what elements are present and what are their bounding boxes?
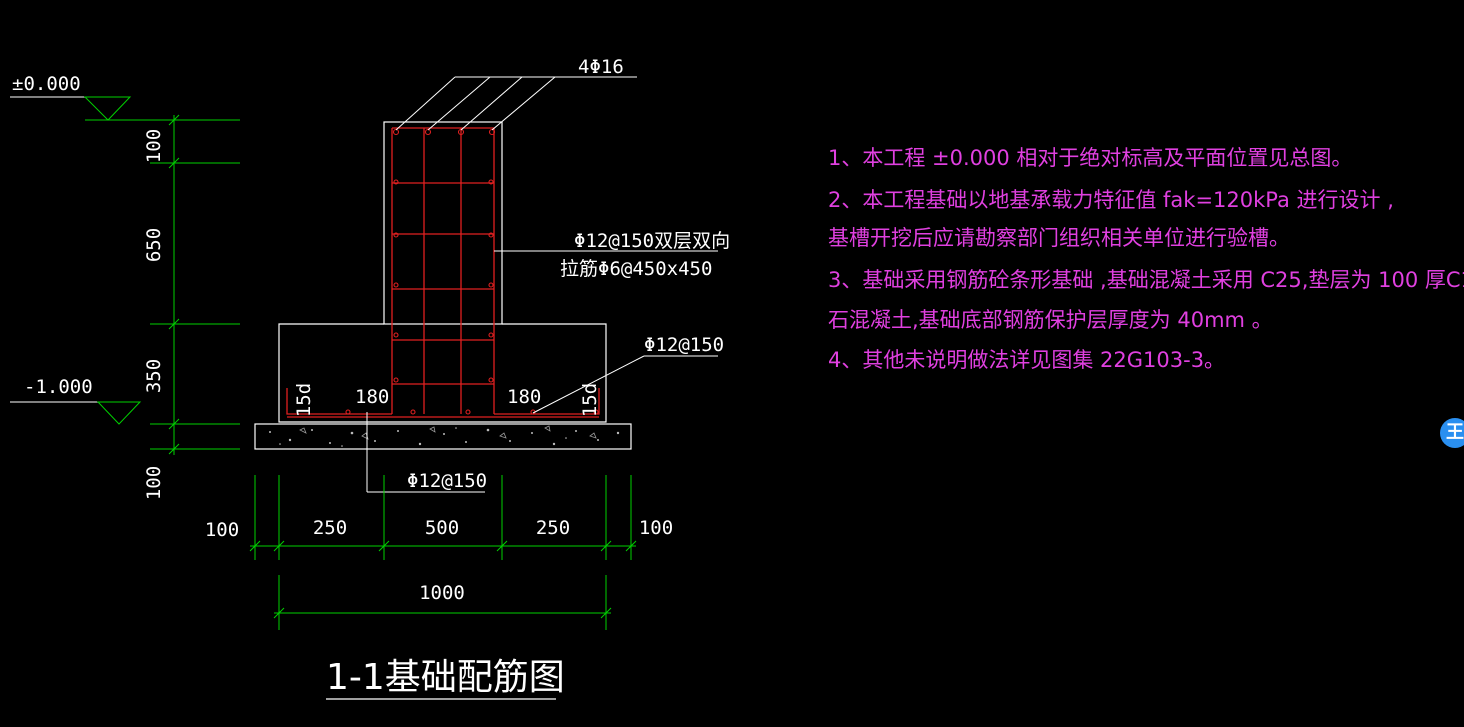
vdim-350: 350 xyxy=(143,359,165,393)
hdim-250-right: 250 xyxy=(536,517,570,539)
vertical-dimension-chain xyxy=(150,114,240,455)
hdim-100-left: 100 xyxy=(205,519,239,541)
hdim-total-1000: 1000 xyxy=(419,582,465,604)
notes-block: 1、本工程 ±0.000 相对于绝对标高及平面位置见总图。 2、本工程基础以地基… xyxy=(828,146,1464,372)
note-line-4: 3、基础采用钢筋砼条形基础 ,基础混凝土采用 C25,垫层为 100 厚C15 xyxy=(828,268,1464,292)
ime-icon[interactable]: 王 xyxy=(1440,418,1464,448)
label-hook-left: 15d xyxy=(293,383,315,417)
hdim-100-right: 100 xyxy=(639,517,673,539)
elevation-marker-top: ±0.000 xyxy=(10,73,240,121)
rebar-dots xyxy=(345,128,599,415)
foundation-outline xyxy=(278,121,607,423)
label-hook-right: 15d xyxy=(579,383,601,417)
label-footing-bottom: Φ12@150 xyxy=(407,470,487,492)
horizontal-dimension-chain xyxy=(249,475,637,630)
blinding-layer xyxy=(254,423,632,450)
label-bend-right: 180 xyxy=(507,386,541,408)
hdim-250-left: 250 xyxy=(313,517,347,539)
label-stirrups: Φ12@150双层双向 xyxy=(574,230,730,252)
leader-lines xyxy=(366,76,718,493)
note-line-2: 2、本工程基础以地基承载力特征值 fak=120kPa 进行设计 , xyxy=(828,188,1394,212)
rebar-cage xyxy=(286,127,600,418)
note-line-3: 基槽开挖后应请勘察部门组织相关单位进行验槽。 xyxy=(828,226,1290,250)
note-line-5: 石混凝土,基础底部钢筋保护层厚度为 40mm 。 xyxy=(828,308,1273,332)
note-line-1: 1、本工程 ±0.000 相对于绝对标高及平面位置见总图。 xyxy=(828,146,1352,170)
drawing-title: 1-1基础配筋图 xyxy=(326,657,565,698)
label-column-main-bars: 4Φ16 xyxy=(578,56,624,78)
label-bend-left: 180 xyxy=(355,386,389,408)
elevation-top-label: ±0.000 xyxy=(12,73,81,95)
label-footing-right: Φ12@150 xyxy=(644,334,724,356)
vdim-650: 650 xyxy=(143,228,165,262)
elevation-marker-bottom: -1.000 xyxy=(10,376,142,425)
note-line-6: 4、其他未说明做法详见图集 22G103-3。 xyxy=(828,348,1225,372)
elevation-bottom-label: -1.000 xyxy=(24,376,93,398)
label-tie-bars: 拉筋Φ6@450x450 xyxy=(560,258,712,280)
vdim-100-bottom: 100 xyxy=(143,466,165,500)
vdim-100-top: 100 xyxy=(143,129,165,163)
hdim-500: 500 xyxy=(425,517,459,539)
